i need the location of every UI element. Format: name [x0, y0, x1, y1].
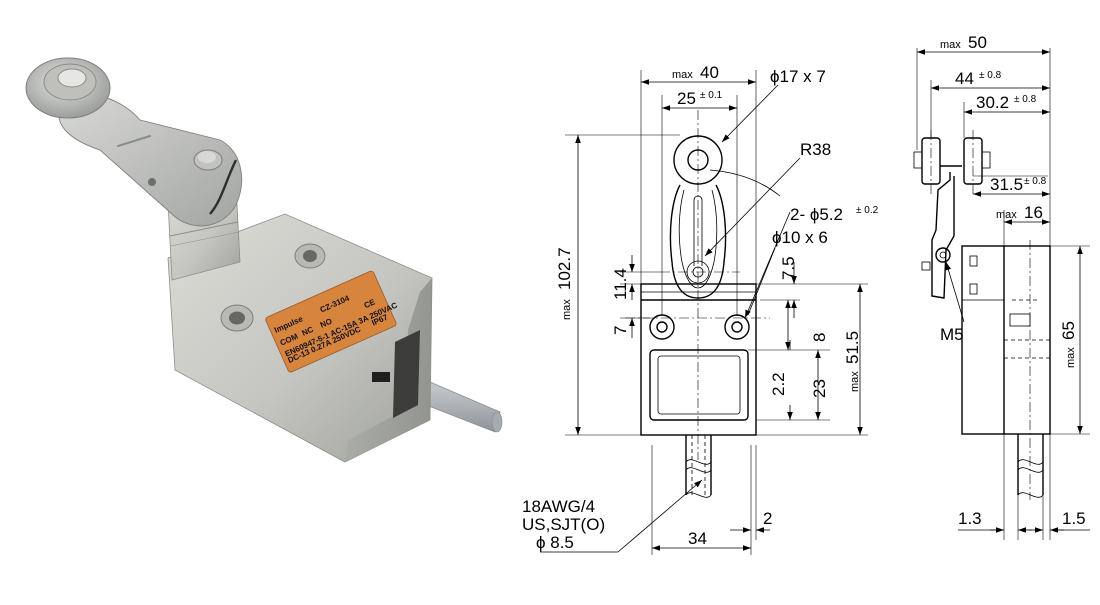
front-mount-hole-right	[724, 314, 750, 340]
dim-front-max-width: 40	[700, 63, 719, 82]
dim-side-44: 44	[955, 69, 974, 88]
cable-spec-1: 18AWG/4	[522, 497, 595, 516]
housing-side	[345, 278, 432, 462]
dim-hole-spacing-tol: ± 0.1	[700, 90, 723, 101]
front-lever	[669, 184, 727, 299]
dim-hole-offset: 7	[611, 326, 630, 335]
cable-spec-3: ϕ 8.5	[536, 533, 574, 552]
dim-body-height-prefix: max	[849, 371, 861, 392]
dim-radius: R38	[800, 140, 831, 159]
dim-side-right-offset: 1.5	[1062, 509, 1086, 528]
dim-side-31-5-tol: ± 0.8	[1024, 176, 1047, 187]
front-window	[649, 349, 749, 421]
label-ce: CE	[363, 297, 377, 310]
dim-hole-spacing: 25	[677, 89, 696, 108]
front-mount-hole-left	[649, 314, 675, 340]
dim-side-30-2: 30.2	[976, 93, 1009, 112]
dim-8: 8	[810, 333, 829, 342]
dim-mount-holes: 2- ϕ5.2	[790, 205, 843, 224]
dim-side-depth-prefix: max	[996, 209, 1017, 221]
dim-front-max-prefix: max	[672, 69, 693, 81]
dim-side-44-tol: ± 0.8	[979, 70, 1002, 81]
front-body	[640, 283, 757, 436]
lever-arm	[58, 95, 243, 227]
dim-side-height: 65	[1059, 321, 1078, 340]
label-nc: NC	[301, 325, 315, 338]
dim-side-max-prefix: max	[940, 39, 961, 51]
dim-side-30-2-tol: ± 0.8	[1014, 94, 1037, 105]
dim-cable-offset: 2	[763, 509, 772, 528]
dim-23: 23	[810, 379, 829, 398]
label-no: NO	[319, 317, 334, 330]
side-view: max 50 44 ± 0.8 30.2 ± 0.8 31.5 ± 0.8 ma…	[913, 33, 1090, 540]
side-lever	[931, 165, 962, 299]
dim-boss: ϕ10 x 6	[772, 228, 828, 247]
front-view: max 40 25 ± 0.1 ϕ17 x 7 R38 2- ϕ5.2 ± 0.…	[522, 63, 879, 555]
dim-side-left-offset: 1.3	[958, 509, 982, 528]
dim-mount-holes-tol: ± 0.2	[856, 205, 879, 216]
product-photo: Impulse CZ-3104 COM NC NO CE EN60947-5-1…	[25, 57, 503, 463]
dim-cable-width: 34	[688, 529, 707, 548]
dim-roller: ϕ17 x 7	[770, 67, 826, 86]
product-label	[265, 270, 397, 373]
dim-side-height-prefix: max	[1065, 347, 1077, 368]
dim-side-depth: 16	[1024, 203, 1043, 222]
dim-2-2: 2.2	[769, 372, 788, 396]
dim-side-31-5: 31.5	[990, 175, 1023, 194]
cable-spec-2: US,SJT(O)	[522, 515, 605, 534]
front-roller	[673, 135, 723, 185]
dim-overall-height: 102.7	[555, 247, 574, 290]
dim-lever-hole: 11.4	[611, 268, 630, 300]
dim-side-max-width: 50	[968, 33, 987, 52]
dim-7-5: 7.5	[779, 256, 798, 280]
dim-body-height: 51.5	[843, 331, 862, 364]
dim-side-screw: M5	[940, 325, 964, 344]
dim-overall-height-prefix: max	[561, 299, 573, 320]
